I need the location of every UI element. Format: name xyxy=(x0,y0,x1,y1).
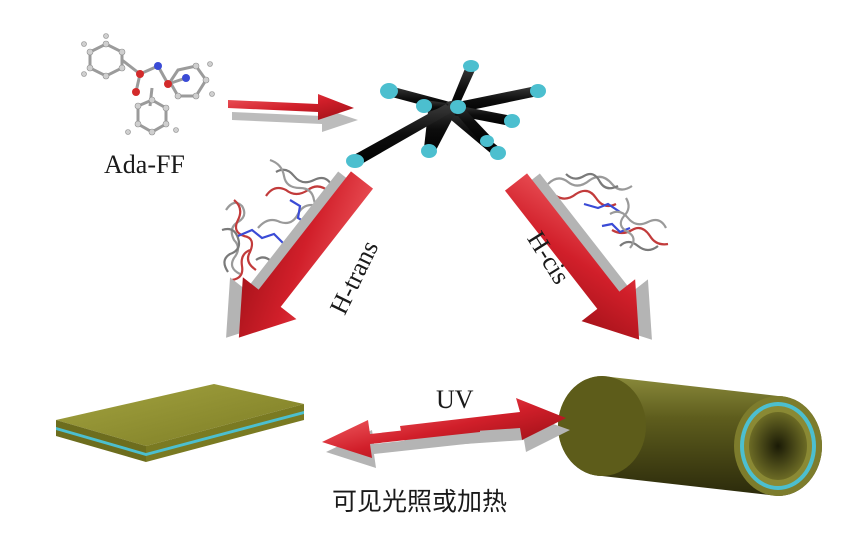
arrow-to-nanorods xyxy=(228,94,358,132)
nanotube-icon xyxy=(558,376,822,496)
nanorod-bundle-icon xyxy=(346,60,546,168)
arrow-h-trans xyxy=(226,171,374,338)
h-cis-molecule-icon xyxy=(547,172,669,252)
label-uv: UV xyxy=(436,385,474,414)
ada-ff-molecule-icon xyxy=(81,33,215,136)
label-reverse-condition: 可见光照或加热 xyxy=(332,487,508,516)
arrow-h-cis xyxy=(504,173,652,340)
label-ada-ff: Ada-FF xyxy=(104,150,185,179)
nanosheet-icon xyxy=(56,384,304,462)
arrow-reverse xyxy=(322,420,484,468)
